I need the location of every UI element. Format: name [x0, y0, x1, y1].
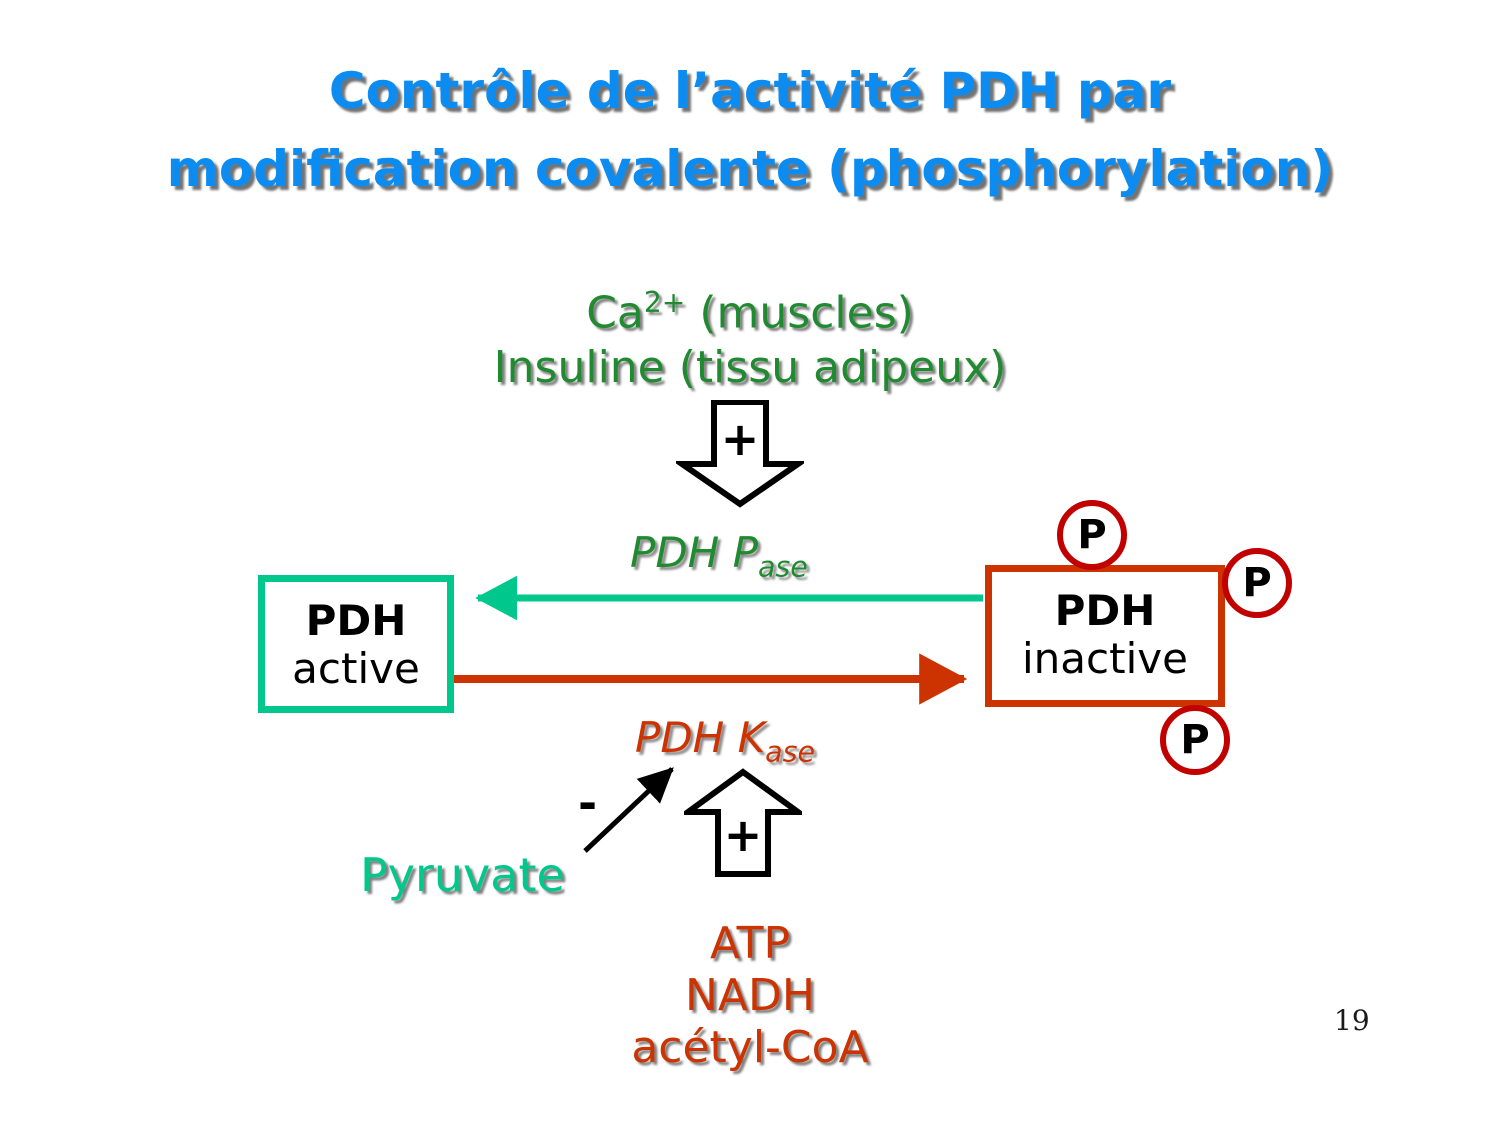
activation-plus-sign-bottom: +: [723, 808, 763, 862]
activator-calcium-tissue: (muscles): [685, 287, 914, 339]
pdh-kinase-subscript: ase: [765, 734, 816, 769]
block-arrow-down-shape: [672, 399, 808, 508]
pdh-phosphatase-label: PDH Pase: [630, 528, 808, 583]
phosphate-circle-top: P: [1057, 500, 1127, 570]
pdh-kinase-label: PDH Kase: [635, 713, 815, 768]
pyruvate-label: Pyruvate: [360, 848, 565, 902]
inhibitor-list: ATP NADH acétyl-CoA: [560, 918, 940, 1074]
phosphate-circle-right: P: [1222, 548, 1292, 618]
pdh-active-state: active: [292, 644, 420, 693]
page-title: Contrôle de l’activité PDH par modificat…: [0, 52, 1500, 208]
pdh-inactive-box[interactable]: PDH inactive: [985, 565, 1225, 707]
block-arrow-up-shape: [678, 768, 808, 877]
activation-block-arrow-down: +: [672, 399, 808, 508]
activator-calcium-charge: 2+: [643, 286, 686, 319]
page-title-line-1: Contrôle de l’activité PDH par: [328, 62, 1172, 120]
activator-insulin-line: Insuline (tissu adipeux): [493, 341, 1007, 393]
activation-block-arrow-up: +: [678, 768, 808, 878]
phosphate-circle-bottom: P: [1160, 705, 1230, 775]
inhibitor-item-atp: ATP: [709, 918, 791, 969]
inhibitor-item-acetyl-coa: acétyl-CoA: [631, 1022, 869, 1073]
activation-plus-sign-top: +: [720, 412, 760, 466]
page-title-line-2: modification covalente (phosphorylation): [166, 140, 1334, 198]
activator-text-group: Ca2+ (muscles) Insuline (tissu adipeux): [0, 276, 1500, 395]
pdh-inactive-state: inactive: [1022, 634, 1188, 683]
pdh-inactive-name: PDH: [1054, 586, 1156, 635]
pdh-phosphatase-base: PDH P: [630, 528, 758, 577]
activator-calcium-symbol: Ca: [586, 287, 644, 339]
pdh-kinase-base: PDH K: [635, 713, 766, 762]
pyruvate-minus-sign: -: [578, 776, 598, 830]
inhibitor-item-nadh: NADH: [685, 970, 815, 1021]
page-number: 19: [1334, 1004, 1370, 1037]
pyruvate-inhibition-arrow: [583, 767, 674, 853]
activator-calcium-line: Ca2+ (muscles): [0, 276, 1500, 341]
pdh-phosphatase-subscript: ase: [757, 549, 808, 584]
pdh-active-name: PDH: [305, 596, 407, 645]
pdh-active-box[interactable]: PDH active: [258, 575, 454, 713]
